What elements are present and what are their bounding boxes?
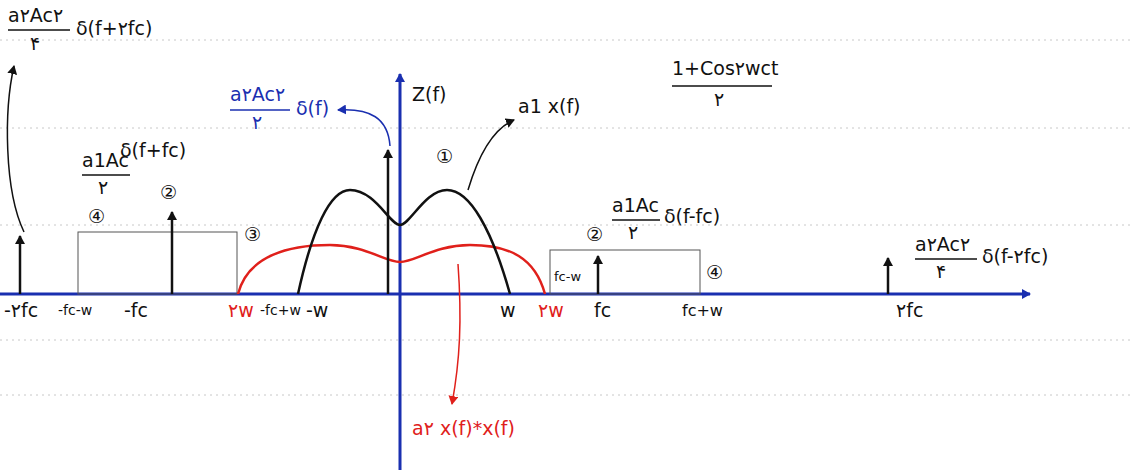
amplitude-label: a۲Ac۲ [8,5,63,27]
impulse-label: δ(f+۲fc) [76,18,152,40]
impulse-label: δ(f-fc) [664,206,720,228]
leader-arrow [452,264,460,404]
frequency-tick: -۲fc [4,300,38,322]
amplitude-label: ۲ [98,177,108,199]
frequency-tick: fc [594,300,611,322]
impulse-label: δ(f) [296,98,329,120]
spectrum-label: a۲ x(f)*x(f) [412,418,515,440]
impulse-label: δ(f-۲fc) [982,246,1048,268]
frequency-tick: fc+w [682,302,723,320]
callout-number: ② [160,182,177,204]
leader-arrow [7,66,24,232]
fraction-bars [8,30,977,259]
frequency-tick: -fc+w [260,302,301,318]
amplitude-label: a۲Ac۲ [915,234,970,256]
note-text: 1+Cos۲wct [672,58,778,80]
amplitude-label: ۴ [936,261,946,283]
callout-number: ④ [88,206,105,228]
impulse [171,212,174,294]
callout-number: ④ [706,262,723,284]
impulse-label: δ(f+fc) [120,140,186,162]
signal-spectrum [298,190,510,294]
impulse [19,236,22,294]
frequency-tick: ۲w [538,300,564,322]
notebook-lines [0,40,1133,395]
frequency-tick: fc-w [554,270,581,285]
amplitude-label: ۲ [252,112,262,134]
frequency-tick: -fc-w [58,302,92,318]
leader-arrow [338,110,390,146]
band-box [78,232,237,294]
callout-number: ③ [244,224,261,246]
frequency-tick: w [500,300,516,322]
frequency-tick: -fc [124,300,148,322]
spectrum-label: a1 x(f) [518,96,581,118]
callout-number: ② [586,224,603,246]
frequency-tick: ۲w [228,300,254,322]
axis-label: Z(f) [412,84,447,106]
frequency-tick: -w [306,300,328,322]
amplitude-axis [399,74,402,470]
amplitude-label: ۲ [628,222,638,244]
impulse [597,256,600,294]
amplitude-label: ۴ [30,33,40,55]
amplitude-label: a1Ac [612,195,659,217]
band-box [550,250,700,294]
impulse [887,258,890,294]
convolution-spectrum [238,245,545,294]
leader-arrow [468,120,514,190]
callout-number: ① [436,146,453,168]
impulse [387,150,390,294]
frequency-tick: ۲fc [896,300,923,322]
amplitude-label: a۲Ac۲ [230,84,285,106]
note-text: ۲ [714,89,724,111]
